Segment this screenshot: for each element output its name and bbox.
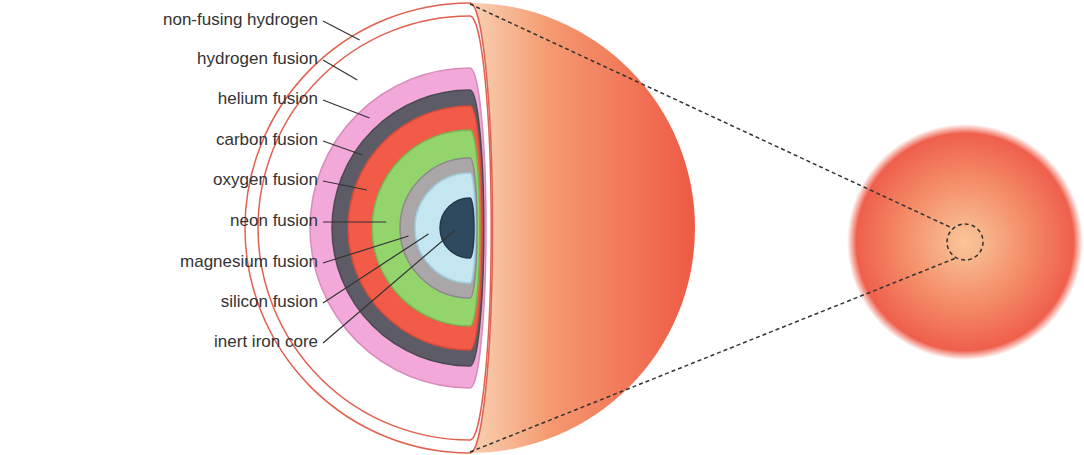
zoom-line bbox=[470, 4, 952, 228]
leader-line bbox=[323, 141, 362, 155]
star-layer bbox=[440, 198, 474, 258]
star-layer bbox=[400, 158, 477, 298]
zoom-circle bbox=[947, 224, 983, 260]
leader-line bbox=[323, 230, 455, 343]
leader-line bbox=[323, 181, 367, 190]
leader-lines bbox=[323, 21, 455, 343]
star-surface bbox=[470, 3, 695, 453]
layer-label: inert iron core bbox=[214, 331, 318, 353]
star-layer bbox=[348, 106, 482, 350]
layer-label: carbon fusion bbox=[216, 129, 318, 151]
zoom-line bbox=[470, 258, 956, 452]
leader-line bbox=[323, 60, 357, 80]
layer-label: magnesium fusion bbox=[180, 251, 318, 273]
star-layer bbox=[332, 90, 484, 366]
star-sphere bbox=[847, 124, 1083, 360]
leader-line bbox=[323, 221, 386, 222]
leader-line bbox=[323, 236, 409, 263]
layer-label: non-fusing hydrogen bbox=[163, 9, 318, 31]
leader-line bbox=[323, 21, 360, 40]
layer-label: helium fusion bbox=[218, 88, 318, 110]
star-layer bbox=[310, 68, 486, 388]
star-layer bbox=[372, 130, 480, 326]
layer-label: oxygen fusion bbox=[213, 169, 318, 191]
leader-line bbox=[323, 234, 428, 303]
layer-label: hydrogen fusion bbox=[197, 48, 318, 70]
leader-line bbox=[323, 100, 369, 118]
star-layer bbox=[415, 173, 476, 283]
layer-label: neon fusion bbox=[230, 210, 318, 232]
layer-label: silicon fusion bbox=[221, 291, 318, 313]
